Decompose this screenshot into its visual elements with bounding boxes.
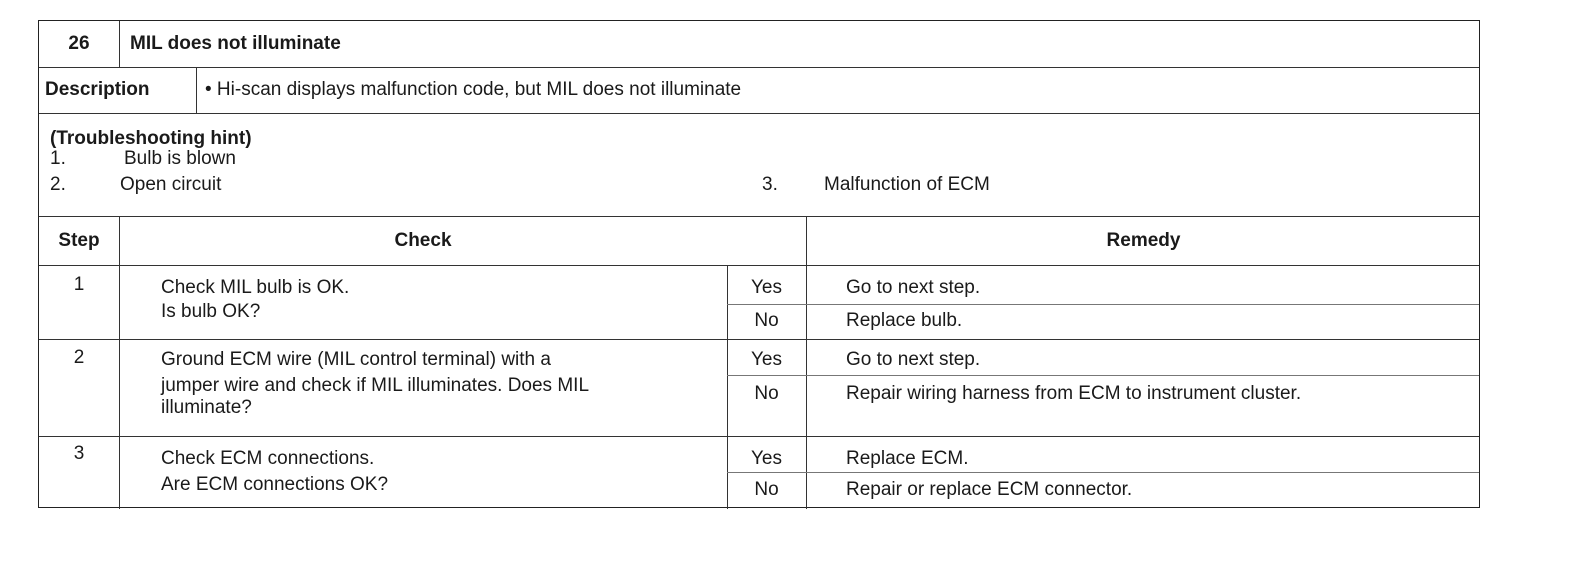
step-2-check-line-3: illuminate? (161, 397, 252, 418)
step-2-no-remedy: Repair wiring harness from ECM to instru… (846, 383, 1302, 404)
header-divider (119, 21, 120, 67)
step-3-yes-remedy: Replace ECM. (846, 448, 969, 469)
remedy-column-divider (806, 216, 807, 509)
hint-title: (Troubleshooting hint) (50, 128, 252, 149)
header-bottom-line (39, 67, 1479, 68)
step-1-no-remedy: Replace bulb. (846, 310, 963, 331)
column-header-step: Step (58, 230, 100, 251)
hint-item-2-num: 2. (50, 174, 66, 195)
column-header-bottom-line (39, 265, 1479, 266)
step-1-bottom-line (39, 339, 1479, 340)
hint-item-2-text: Open circuit (120, 174, 222, 195)
hint-item-1-text: Bulb is blown (124, 148, 236, 169)
description-bottom-line (39, 113, 1479, 114)
hint-item-3-text: Malfunction of ECM (824, 174, 990, 195)
step-3-check-line-1: Check ECM connections. (161, 448, 375, 469)
step-2-number: 2 (73, 347, 85, 368)
hint-item-1-num: 1. (50, 148, 66, 169)
step-2-yes: Yes (751, 349, 782, 370)
procedure-number: 26 (68, 33, 90, 54)
step-2-yes-remedy: Go to next step. (846, 349, 981, 370)
step-3-yes-no-divider (727, 472, 1479, 473)
step-1-yes-remedy: Go to next step. (846, 277, 981, 298)
step-2-check-line-2: jumper wire and check if MIL illuminates… (161, 375, 590, 396)
column-header-remedy: Remedy (1106, 230, 1181, 251)
step-3-number: 3 (73, 443, 85, 464)
column-header-check: Check (394, 230, 452, 251)
step-1-number: 1 (73, 274, 85, 295)
step-2-check-line-1: Ground ECM wire (MIL control terminal) w… (161, 349, 551, 370)
step-1-yes-no-divider (727, 304, 1479, 305)
step-2-no: No (754, 383, 779, 404)
troubleshooting-sheet: 26 MIL does not illuminate Description •… (38, 20, 1480, 509)
step-2-yes-no-divider (727, 375, 1479, 376)
step-3-no: No (754, 479, 779, 500)
step-1-check-line-2: Is bulb OK? (161, 301, 261, 322)
description-label: Description (45, 79, 150, 100)
yesno-column-divider (727, 265, 728, 509)
hint-item-3-num: 3. (762, 174, 778, 195)
procedure-title: MIL does not illuminate (130, 33, 341, 54)
step-3-check-line-2: Are ECM connections OK? (161, 474, 389, 495)
step-1-yes: Yes (751, 277, 782, 298)
step-3-yes: Yes (751, 448, 782, 469)
step-2-bottom-line (39, 436, 1479, 437)
description-divider (196, 67, 197, 113)
step-3-no-remedy: Repair or replace ECM connector. (846, 479, 1133, 500)
step-1-no: No (754, 310, 779, 331)
step-column-divider (119, 216, 120, 509)
hint-bottom-line (39, 216, 1479, 217)
description-text: • Hi-scan displays malfunction code, but… (205, 79, 742, 100)
step-1-check-line-1: Check MIL bulb is OK. (161, 277, 350, 298)
